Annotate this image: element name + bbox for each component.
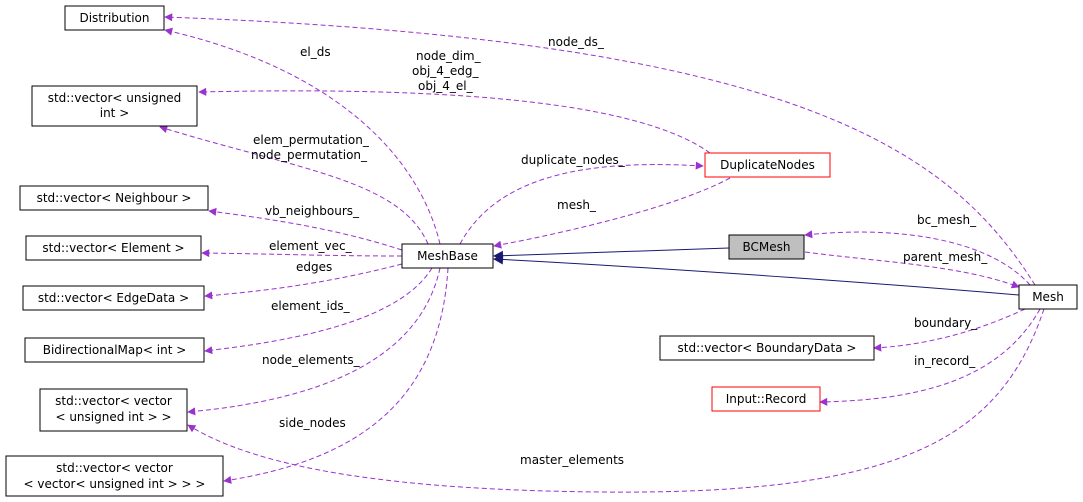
node-bidirectionalmap-label: BidirectionalMap< int > <box>43 343 187 357</box>
edge-boundary <box>873 308 1026 352</box>
edge-label-elem-permutation: elem_permutation_ <box>253 133 370 147</box>
edge-parent-mesh <box>804 251 1020 289</box>
edge-bcmesh-inherits-meshbase <box>493 247 730 261</box>
edge-label-vb-neighbours: vb_neighbours_ <box>265 204 360 218</box>
edge-element-vec <box>201 249 403 258</box>
node-duplicatenodes[interactable]: DuplicateNodes <box>704 152 831 178</box>
node-vector-vector-unsigned-int-line1: std::vector< vector <box>55 394 172 408</box>
node-distribution[interactable]: Distribution <box>64 5 165 31</box>
edge-label-side-nodes: side_nodes <box>279 416 346 430</box>
edge-label-boundary: boundary_ <box>914 316 978 330</box>
node-duplicatenodes-label: DuplicateNodes <box>720 158 815 172</box>
node-mesh[interactable]: Mesh <box>1018 284 1078 310</box>
node-bcmesh[interactable]: BCMesh <box>728 234 805 260</box>
edge-label-element-ids: element_ids_ <box>271 299 351 313</box>
node-input-record[interactable]: Input::Record <box>711 386 821 412</box>
edge-label-node-dim: node_dim_ <box>416 49 482 63</box>
edge-node-ds <box>164 13 1036 286</box>
node-vector-unsigned-int-line2: int > <box>100 106 130 120</box>
node-mesh-label: Mesh <box>1032 290 1064 304</box>
node-vector-boundarydata-label: std::vector< BoundaryData > <box>678 341 857 355</box>
edge-label-element-vec: element_vec_ <box>269 239 353 253</box>
edge-mesh <box>493 177 731 249</box>
edge-label-node-elements: node_elements_ <box>262 353 361 367</box>
edge-label-parent-mesh: parent_mesh_ <box>903 250 988 264</box>
edge-duplicate-nodes <box>459 161 704 245</box>
node-bidirectionalmap[interactable]: BidirectionalMap< int > <box>24 337 205 363</box>
edge-node-dim <box>198 87 711 154</box>
edge-in-record <box>819 308 1041 406</box>
node-vector-edgedata[interactable]: std::vector< EdgeData > <box>22 285 205 311</box>
node-vector-unsigned-int[interactable]: std::vector< unsigned int > <box>31 85 198 127</box>
edge-label-bc-mesh: bc_mesh_ <box>917 213 977 227</box>
edge-label-mesh: mesh_ <box>557 198 597 212</box>
edge-labels: el_ds node_ds_ node_dim_ obj_4_edg_ obj_… <box>251 35 988 467</box>
node-vector-element-label: std::vector< Element > <box>42 241 184 255</box>
node-vector-vector-vector-unsigned-int-line1: std::vector< vector <box>56 461 173 475</box>
edge-mesh-inherits-meshbase <box>493 254 1020 296</box>
node-distribution-label: Distribution <box>79 11 149 25</box>
edge-master-elements <box>187 308 1045 493</box>
edge-label-master-elements: master_elements <box>520 453 624 467</box>
edge-node-elements <box>187 267 441 416</box>
nodes: Distribution std::vector< unsigned int >… <box>5 5 1078 497</box>
node-vector-vector-vector-unsigned-int-line2: < vector< unsigned int > > > <box>24 477 206 491</box>
node-vector-neighbour-label: std::vector< Neighbour > <box>37 191 192 205</box>
edges <box>159 13 1045 493</box>
node-vector-element[interactable]: std::vector< Element > <box>25 235 202 261</box>
node-meshbase[interactable]: MeshBase <box>401 243 494 269</box>
node-vector-neighbour[interactable]: std::vector< Neighbour > <box>19 185 209 211</box>
node-input-record-label: Input::Record <box>726 392 807 406</box>
edge-label-obj-4-edg: obj_4_edg_ <box>412 64 480 78</box>
node-vector-vector-unsigned-int-line2: < unsigned int > > <box>55 410 171 424</box>
edge-element-ids <box>204 267 433 355</box>
edge-edges <box>204 263 403 300</box>
node-vector-edgedata-label: std::vector< EdgeData > <box>38 291 189 305</box>
node-vector-boundarydata[interactable]: std::vector< BoundaryData > <box>659 335 875 361</box>
edge-label-el-ds: el_ds <box>300 45 331 59</box>
node-vector-vector-unsigned-int[interactable]: std::vector< vector < unsigned int > > <box>39 388 188 432</box>
edge-label-duplicate-nodes: duplicate_nodes_ <box>521 153 626 167</box>
edge-permutations <box>159 125 429 245</box>
node-bcmesh-label: BCMesh <box>743 240 791 254</box>
edge-label-node-permutation: node_permutation_ <box>251 148 368 162</box>
edge-vb-neighbours <box>208 207 403 251</box>
node-vector-unsigned-int-line1: std::vector< unsigned <box>48 91 182 105</box>
edge-label-node-ds: node_ds_ <box>548 35 605 49</box>
edge-side-nodes <box>223 267 449 484</box>
edge-bc-mesh <box>804 230 1031 286</box>
edge-el-ds <box>164 27 441 245</box>
node-vector-vector-vector-unsigned-int[interactable]: std::vector< vector < vector< unsigned i… <box>5 455 224 497</box>
edge-label-obj-4-el: obj_4_el_ <box>418 79 474 93</box>
edge-label-edges: edges <box>296 260 332 274</box>
edge-label-in-record: in_record_ <box>914 354 976 368</box>
node-meshbase-label: MeshBase <box>417 249 478 263</box>
